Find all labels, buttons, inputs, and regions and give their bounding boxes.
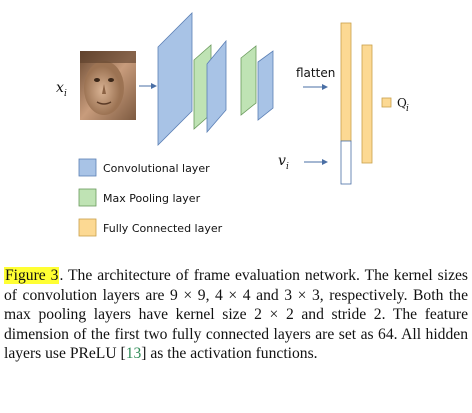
input-face-image (80, 51, 136, 120)
v-input-vector (340, 140, 352, 185)
v-input-label: v i (278, 153, 289, 172)
svg-text:i: i (406, 104, 409, 114)
citation-link[interactable]: 13 (125, 345, 142, 363)
caption-text-2: ] as the activation functions. (141, 345, 318, 363)
svg-text:Convolutional layer: Convolutional layer (103, 162, 210, 175)
pool-layer-2 (240, 45, 257, 116)
svg-text:i: i (64, 89, 67, 99)
figure-reference[interactable]: Figure 3 (4, 267, 60, 284)
legend-item-fc: Fully Connected layer (78, 218, 223, 237)
svg-text:x: x (56, 80, 64, 96)
svg-text:Q: Q (397, 96, 407, 110)
legend: Convolutional layer Max Pooling layer Fu… (78, 158, 223, 237)
svg-text:Fully Connected layer: Fully Connected layer (103, 222, 223, 235)
q-output: Q i (381, 96, 409, 114)
svg-text:v: v (278, 153, 286, 169)
flatten-arrow (303, 84, 328, 90)
legend-item-conv: Convolutional layer (78, 158, 210, 177)
v-input-arrow (304, 159, 328, 165)
fc-layer-hidden (361, 44, 373, 164)
caption-text-1: . The architecture of frame evaluation n… (4, 267, 468, 363)
architecture-diagram: x i flatten v i (56, 12, 409, 237)
conv-layer-3 (257, 50, 274, 121)
conv-layer-1 (157, 12, 193, 146)
flatten-label: flatten (296, 66, 335, 80)
figure-caption: Figure 3. The architecture of frame eval… (4, 266, 468, 364)
x-input-label: x i (56, 80, 67, 99)
svg-text:Max Pooling layer: Max Pooling layer (103, 192, 201, 205)
input-arrow (139, 83, 157, 89)
flattened-feature-vector (340, 22, 352, 142)
conv-layer-2 (206, 39, 227, 134)
svg-text:i: i (286, 162, 289, 172)
legend-item-pool: Max Pooling layer (78, 188, 201, 207)
